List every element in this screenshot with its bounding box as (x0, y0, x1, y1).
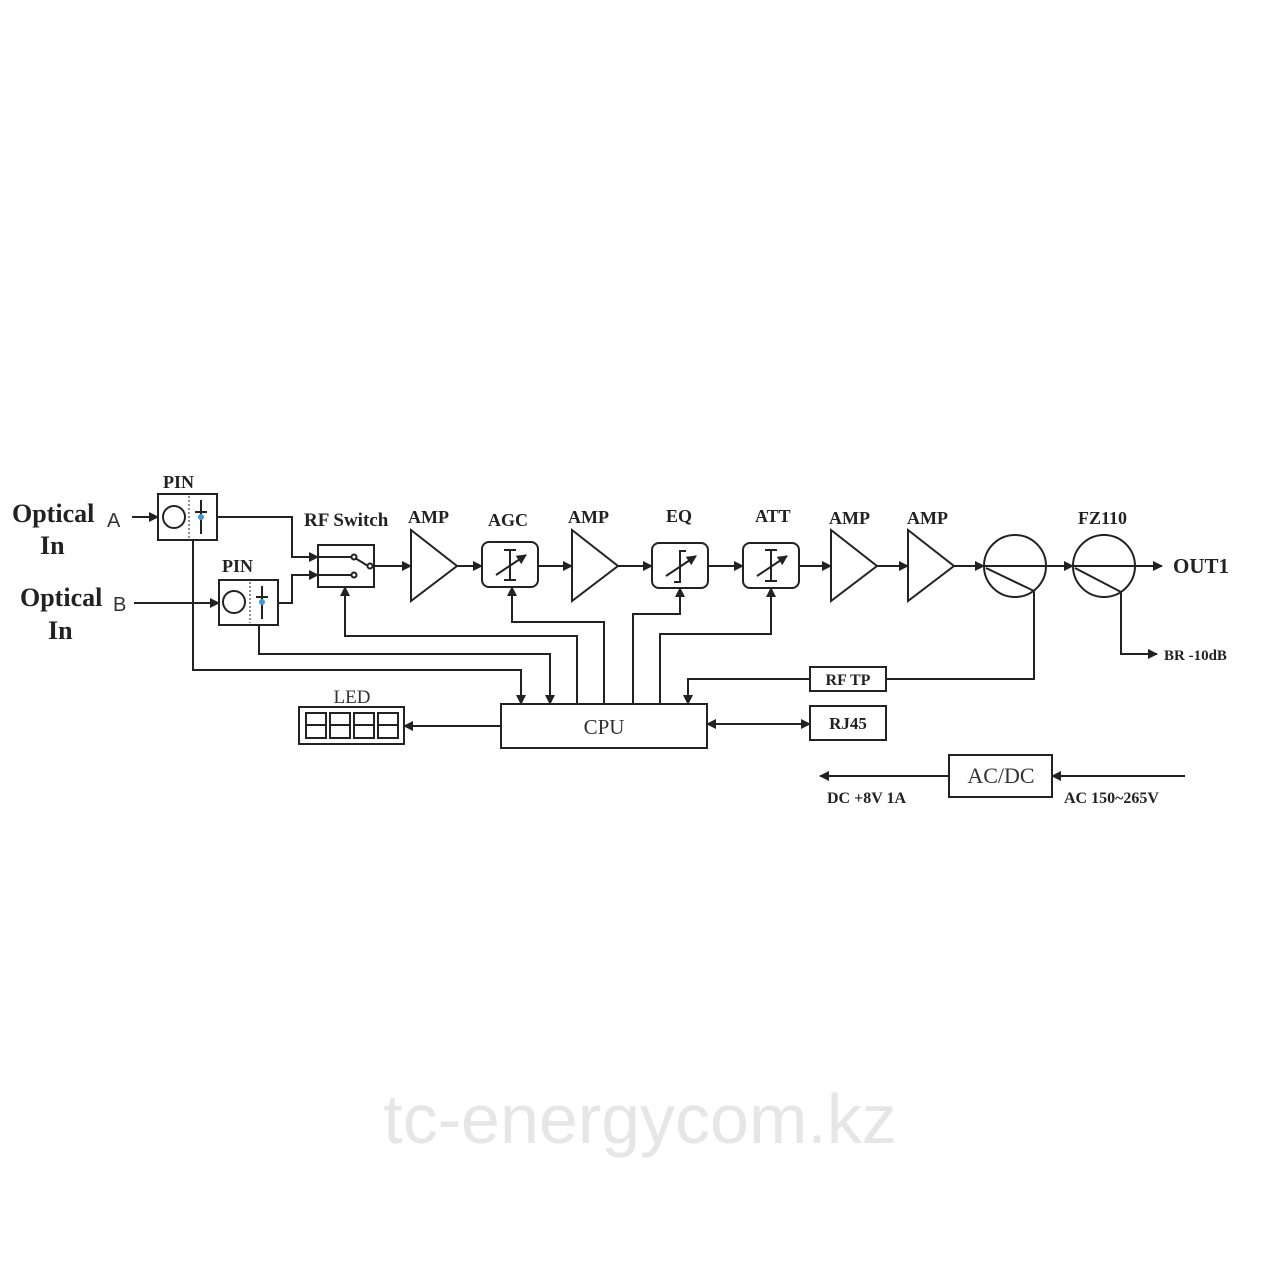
rf-switch-block: RF Switch (304, 510, 389, 588)
br-label: BR -10dB (1164, 648, 1227, 664)
amp-2: AMP (568, 507, 620, 604)
svg-text:Optical: Optical (12, 499, 94, 528)
svg-text:AMP: AMP (408, 507, 449, 527)
agc-block: AGC (481, 510, 539, 588)
fz110-splitter: FZ110 (1072, 508, 1136, 598)
eq-block: EQ (651, 506, 709, 589)
pin-a-block: PIN (157, 472, 218, 541)
svg-text:CPU: CPU (584, 715, 625, 739)
svg-text:In: In (40, 531, 65, 560)
rftp-block: RF TP (809, 666, 887, 692)
svg-text:AMP: AMP (568, 507, 609, 527)
svg-text:AC/DC: AC/DC (967, 763, 1034, 788)
svg-text:PIN: PIN (222, 556, 253, 576)
svg-text:A: A (107, 510, 121, 532)
rj45-block: RJ45 (809, 705, 887, 741)
cpu-block: CPU (500, 703, 708, 749)
svg-text:ATT: ATT (755, 506, 791, 526)
acdc-block: AC/DC (948, 754, 1053, 798)
svg-text:In: In (48, 616, 73, 645)
amp-3: AMP (829, 508, 879, 604)
photodiode-icon (162, 505, 186, 529)
svg-text:AMP: AMP (829, 508, 870, 528)
svg-text:LED: LED (334, 687, 371, 708)
photodiode-icon (222, 590, 246, 614)
ac-input-label: AC 150~265V (1064, 790, 1159, 807)
svg-text:B: B (113, 594, 126, 616)
led-display: LED (298, 687, 405, 745)
att-block: ATT (742, 506, 800, 589)
svg-text:Optical: Optical (20, 583, 102, 612)
coupler-1 (983, 534, 1047, 598)
svg-text:RJ45: RJ45 (829, 714, 867, 733)
svg-text:PIN: PIN (163, 472, 194, 492)
amp-1: AMP (408, 507, 459, 604)
svg-text:EQ: EQ (666, 506, 692, 526)
svg-text:RF Switch: RF Switch (304, 510, 389, 531)
svg-text:RF TP: RF TP (826, 672, 871, 689)
watermark: tc-energycom.kz (383, 1080, 896, 1158)
svg-text:FZ110: FZ110 (1078, 508, 1127, 528)
optical-input-b: Optical In B (20, 583, 126, 645)
pin-b-block: PIN (218, 556, 279, 626)
svg-text:AGC: AGC (488, 510, 528, 530)
out1-label: OUT1 (1173, 554, 1229, 578)
svg-text:AMP: AMP (907, 508, 948, 528)
optical-input-a: Optical In A (12, 499, 121, 560)
dc-output-label: DC +8V 1A (827, 790, 906, 807)
amp-4: AMP (907, 508, 956, 604)
